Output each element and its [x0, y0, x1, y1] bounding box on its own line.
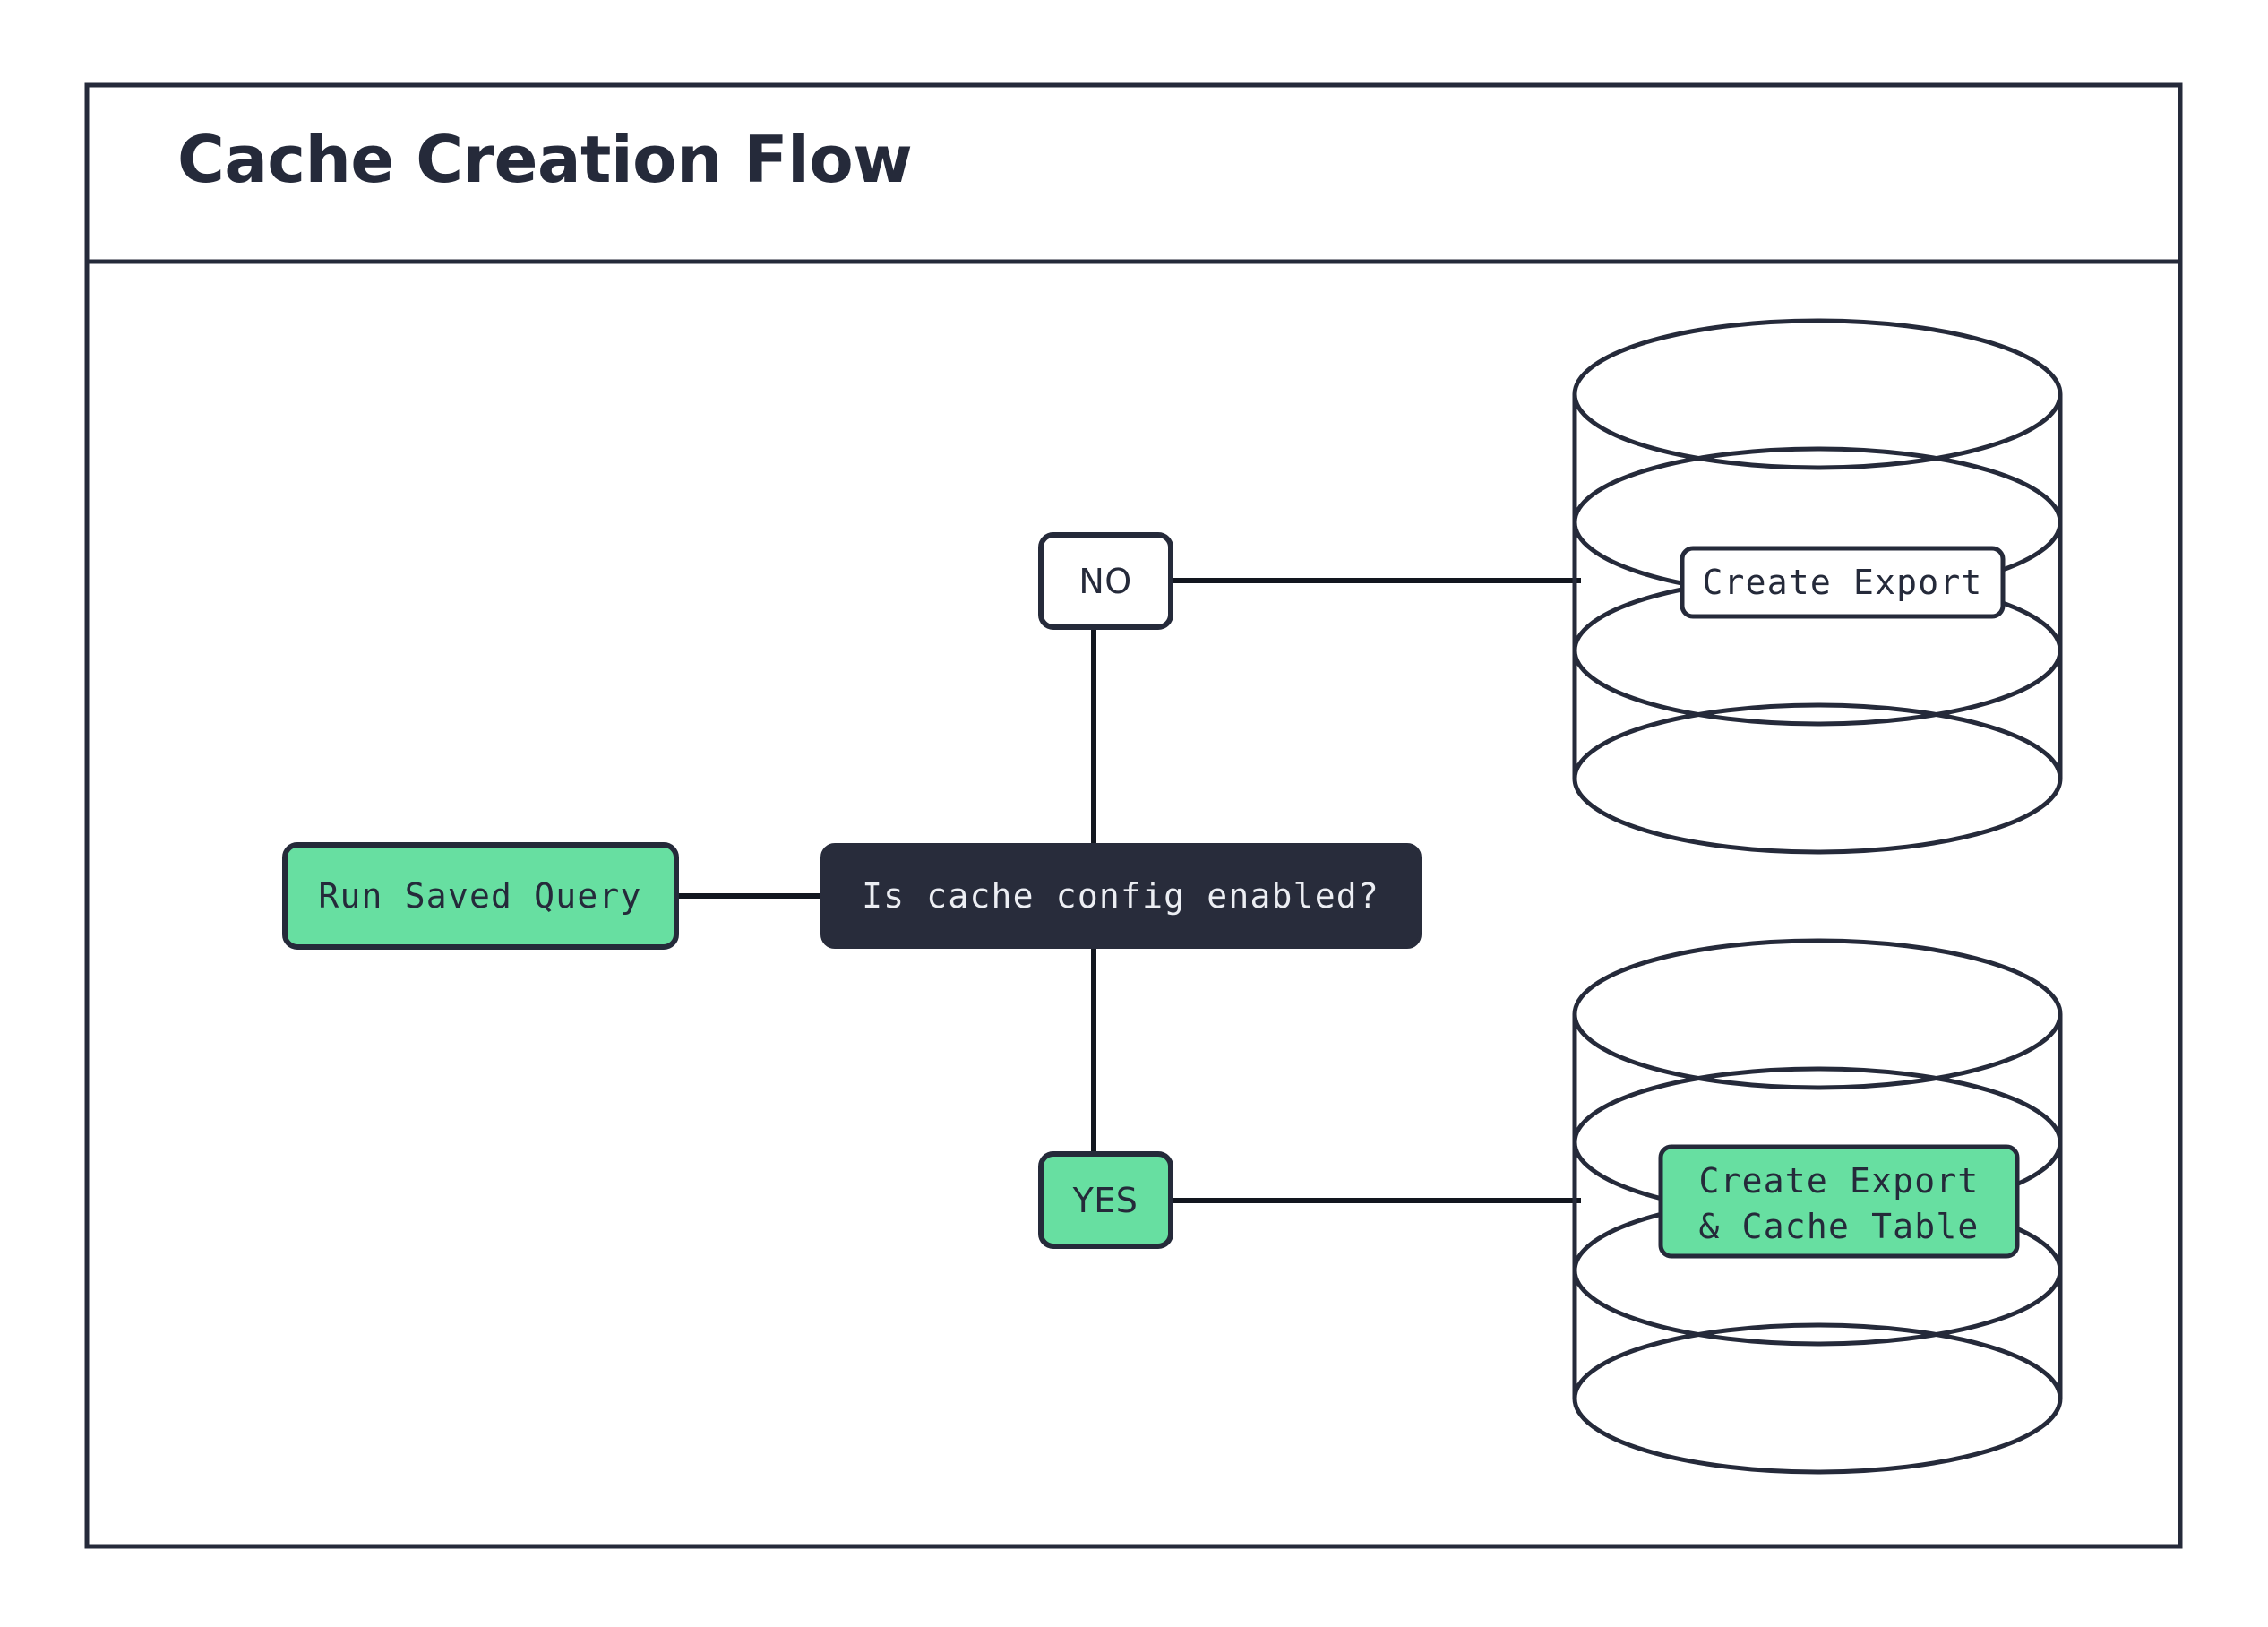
node-is-cache-config-enabled[interactable]: Is cache config enabled?	[820, 843, 1422, 949]
node-branch-yes[interactable]: YES	[1038, 1151, 1173, 1249]
page-title: Cache Creation Flow	[177, 122, 913, 197]
node-label-is-cache-config-enabled: Is cache config enabled?	[862, 876, 1379, 916]
cylinder-label-box-create-export-cache[interactable]: Create Export & Cache Table	[1658, 1144, 2020, 1259]
diagram-frame	[84, 82, 2183, 1549]
edge-layer	[676, 578, 1581, 1203]
node-run-saved-query[interactable]: Run Saved Query	[282, 842, 679, 950]
cylinder-disk-bottom	[1572, 702, 2063, 855]
cylinder-disk-top	[1572, 318, 2063, 470]
cylinder-label-box-create-export[interactable]: Create Export	[1680, 546, 2006, 619]
cylinder2-disk-top	[1572, 938, 2063, 1090]
cylinder2-disk-bottom	[1572, 1322, 2063, 1475]
node-label-run-saved-query: Run Saved Query	[318, 876, 641, 916]
cylinder-label-create-export-line2: & Cache Table	[1698, 1207, 1979, 1246]
cylinder-label-create-export: Create Export	[1702, 563, 1982, 602]
cylinder-label-create-export-line1: Create Export	[1698, 1161, 1979, 1201]
node-branch-no[interactable]: NO	[1038, 532, 1173, 630]
node-label-branch-no: NO	[1078, 562, 1131, 601]
node-label-branch-yes: YES	[1072, 1181, 1138, 1220]
